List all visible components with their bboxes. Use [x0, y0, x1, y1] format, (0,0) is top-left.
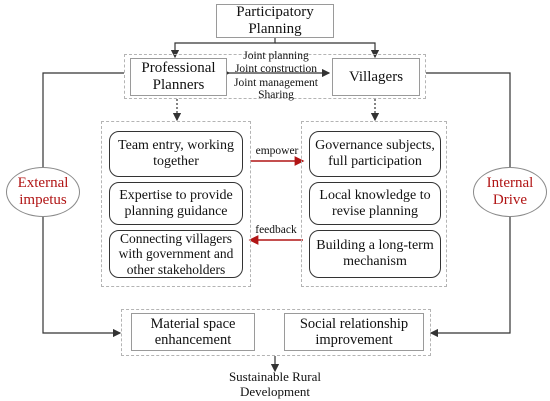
- villager-role-label: Local knowledge to revise planning: [319, 187, 431, 219]
- villager-roles-group: [301, 121, 447, 287]
- joint-item: Joint planning: [243, 50, 309, 62]
- participatory-planning-box: Participatory Planning: [216, 4, 334, 38]
- planner-role-label: Expertise to provide planning guidance: [119, 187, 233, 219]
- outcome-box: Material space enhancement: [131, 313, 255, 351]
- outcomes-group: [121, 309, 431, 356]
- professional-planners-box: Professional Planners: [130, 58, 227, 96]
- joint-item: Sharing: [258, 89, 294, 101]
- planner-role-box: Expertise to provide planning guidance: [109, 182, 243, 225]
- internal-drive-ellipse: Internal Drive: [473, 167, 547, 217]
- planner-role-box: Team entry, working together: [109, 131, 243, 177]
- goal-label: Sustainable Rural Development: [228, 369, 322, 399]
- split-arrow: [170, 37, 276, 59]
- joint-item: Joint construction: [234, 63, 318, 75]
- outcome-label: Material space enhancement: [150, 315, 236, 348]
- empower-label: empower: [255, 145, 299, 157]
- villagers-label: Villagers: [348, 68, 404, 85]
- outcome-box: Social relationship improvement: [284, 313, 424, 351]
- villager-role-box: Local knowledge to revise planning: [309, 182, 441, 225]
- professional-planners-label: Professional Planners: [141, 60, 216, 93]
- villager-role-box: Governance subjects, full participation: [309, 131, 441, 177]
- planner-role-box: Connecting villagers with government and…: [109, 230, 243, 278]
- joint-item: Joint management: [234, 77, 318, 89]
- villager-role-label: Building a long-term mechanism: [316, 238, 434, 269]
- feedback-label: feedback: [255, 224, 297, 236]
- planner-role-label: Team entry, working together: [118, 138, 234, 169]
- villager-role-box: Building a long-term mechanism: [309, 230, 441, 278]
- participatory-planning-label: Participatory Planning: [236, 4, 314, 37]
- planner-role-label: Connecting villagers with government and…: [118, 231, 234, 277]
- villagers-box: Villagers: [332, 58, 420, 96]
- external-impetus-ellipse: External impetus: [6, 167, 80, 217]
- external-impetus-label: External impetus: [17, 175, 69, 208]
- internal-drive-label: Internal Drive: [486, 175, 534, 208]
- planner-roles-group: [101, 121, 251, 287]
- split-arrow: [275, 42, 380, 59]
- villager-role-label: Governance subjects, full participation: [315, 138, 435, 169]
- outcome-label: Social relationship improvement: [299, 315, 409, 348]
- actors-group: [124, 54, 426, 99]
